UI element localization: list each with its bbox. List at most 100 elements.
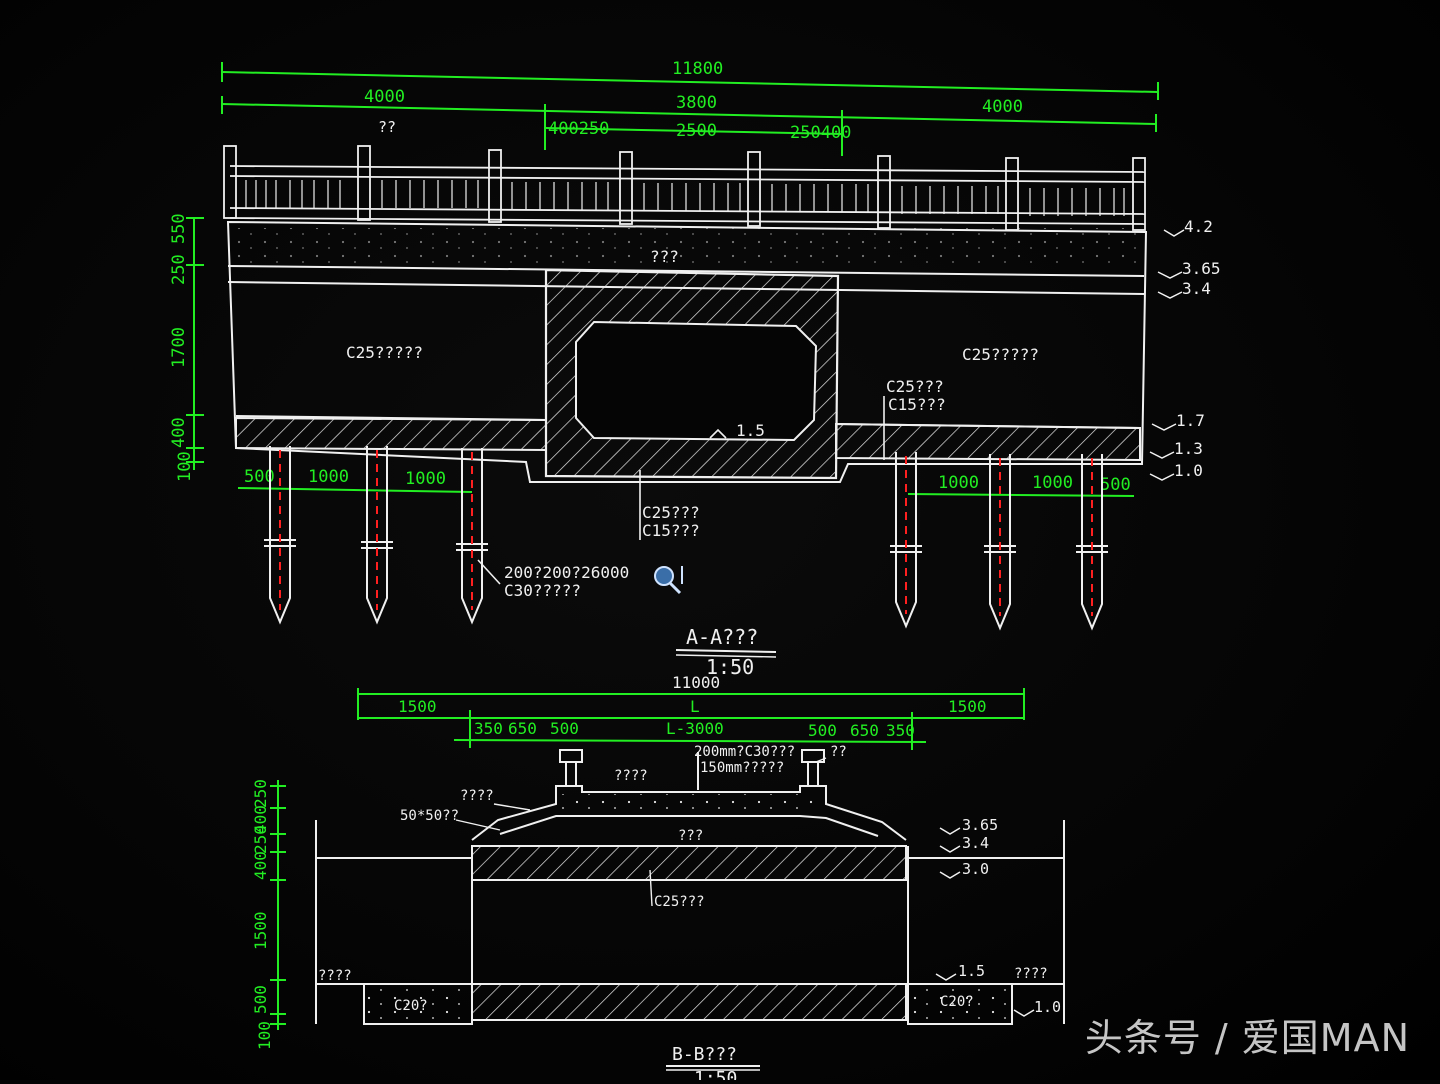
b-c20-right [910, 986, 1010, 1022]
pile-dim-l3: 1000 [405, 469, 446, 489]
b-pavement [560, 794, 820, 814]
railing-balusters [245, 180, 1125, 216]
elev-b-5: 1.0 [1034, 998, 1061, 1016]
dim-sub-right-label: 250400 [790, 123, 851, 143]
elev-a-5: 1.3 [1174, 439, 1203, 458]
b-label-c20-left: C20? [394, 998, 428, 1014]
pile [361, 446, 393, 625]
vdim-top-label: 250 550 [169, 213, 189, 285]
b-sub-6: 350 [886, 721, 915, 740]
elev-a-1: 4.2 [1184, 217, 1213, 236]
b-label-deck: ??? [678, 828, 703, 844]
inner-elev-label: 1.5 [736, 421, 765, 440]
b-vdim-5: 1500 [251, 911, 270, 950]
left-foundation [235, 416, 547, 452]
section-a-labels: C25????? C25????? ??? C25??? C15??? 1.5 … [346, 247, 1039, 600]
b-note-2: 150mm????? [700, 760, 784, 776]
pile-spec-2: C30????? [504, 581, 581, 600]
elev-a-4: 1.7 [1176, 411, 1205, 430]
b-vdim-7: 100 [255, 1021, 274, 1050]
elev-b-1: 3.65 [962, 816, 998, 834]
b-sub-mid: L-3000 [666, 719, 724, 738]
b-vdim-6: 500 [251, 985, 270, 1014]
b-sub-3: 500 [550, 719, 579, 738]
elev-b-4: 1.5 [958, 962, 985, 980]
section-a-title-text: A-A??? [686, 625, 758, 649]
section-b-elevations: 3.65 3.4 3.0 1.5 1.0 [935, 816, 1061, 1017]
culvert-opening [575, 320, 818, 442]
pile-spec-1: 200?200?26000 [504, 563, 629, 582]
railing [223, 145, 1146, 231]
dim-left-label: 4000 [364, 87, 405, 107]
fill-right-label: C25????? [962, 345, 1039, 364]
b-dim-left: 1500 [398, 697, 437, 716]
b-sub-4: 500 [808, 721, 837, 740]
railing-tag: ?? [378, 118, 396, 136]
b-label-c25: C25??? [654, 894, 705, 910]
b-dim-right: 1500 [948, 697, 987, 716]
vdim-mid-label: 1700 [169, 327, 189, 368]
pile [456, 448, 488, 625]
section-b-dimensions [270, 688, 1025, 1030]
b-sub-5: 650 [850, 721, 879, 740]
pile-dim-r3: 500 [1100, 475, 1131, 495]
zoom-cursor-icon[interactable] [654, 566, 683, 595]
b-vdim-1: 250 [251, 779, 270, 808]
b-top-slab [471, 845, 907, 881]
pile [264, 446, 296, 625]
b-vdim-2: 400 [251, 805, 270, 834]
box-c15-label: C15??? [888, 395, 946, 414]
b-label-left-bottom: ???? [318, 968, 352, 984]
bottom-c25-label: C25??? [642, 503, 700, 522]
section-a-title: A-A??? 1:50 [675, 625, 777, 679]
piles [264, 446, 1108, 631]
vdim-bot1-label: 400 [169, 417, 189, 448]
b-c20-left [366, 986, 470, 1022]
section-a-dim-labels: 11800 4000 3800 4000 400250 2500 250400 … [169, 59, 1131, 495]
dim-mid-label: 3800 [676, 93, 717, 113]
b-label-top: ???? [614, 768, 648, 784]
railing-posts [223, 145, 1146, 231]
pile [984, 454, 1016, 631]
b-dim-mid: L [690, 697, 700, 716]
elev-a-2: 3.65 [1182, 259, 1221, 278]
box-c25-label: C25??? [886, 377, 944, 396]
b-vdim-4: 400 [251, 851, 270, 880]
pile-dim-r1: 1000 [938, 473, 979, 493]
section-b-title: B-B??? 1:50 [666, 1044, 760, 1084]
b-sub-1: 350 [474, 719, 503, 738]
b-note-1: 200mm?C30??? [694, 744, 795, 760]
section-b-leaders [455, 757, 827, 907]
b-label-slope: ???? [460, 788, 494, 804]
pile [890, 452, 922, 629]
dim-total-label: 11800 [672, 59, 723, 79]
watermark-text: 头条号 / 爱国MAN [1084, 1016, 1410, 1060]
section-b-labels: 200mm?C30??? 150mm????? ?? ???? ???? 50*… [318, 744, 1048, 1014]
elev-b-3: 3.0 [962, 860, 989, 878]
b-label-chamfer: 50*50?? [400, 808, 459, 824]
section-a-dimensions [186, 62, 1159, 497]
b-sub-2: 650 [508, 719, 537, 738]
section-a-scale: 1:50 [706, 655, 754, 679]
dim-sub-left-label: 400250 [548, 119, 609, 139]
deck-pavement [232, 228, 1142, 264]
b-note-rail: ?? [830, 744, 847, 760]
dim-sub-mid-label: 2500 [676, 121, 717, 141]
section-b-dim-labels: 11000 1500 L 1500 350 650 500 L-3000 500… [251, 673, 987, 1050]
elev-a-6: 1.0 [1174, 461, 1203, 480]
section-b-title-text: B-B??? [672, 1044, 737, 1065]
pile-dim-r2: 1000 [1032, 473, 1073, 493]
section-b-scale: 1:50 [694, 1068, 737, 1080]
b-label-c20-right: C20? [940, 994, 974, 1010]
vdim-bot2-label: 100 [175, 451, 195, 482]
pile-dim-l1: 500 [244, 467, 275, 487]
pile [1076, 454, 1108, 631]
elev-a-3: 3.4 [1182, 279, 1211, 298]
b-dim-total: 11000 [672, 673, 720, 692]
dim-right-label: 4000 [982, 97, 1023, 117]
fill-left-label: C25????? [346, 343, 423, 362]
b-vdim-3: 250 [251, 825, 270, 854]
section-b-body [315, 749, 1065, 1025]
section-a-elevations: 4.2 3.65 3.4 1.7 1.3 1.0 [1149, 217, 1221, 481]
